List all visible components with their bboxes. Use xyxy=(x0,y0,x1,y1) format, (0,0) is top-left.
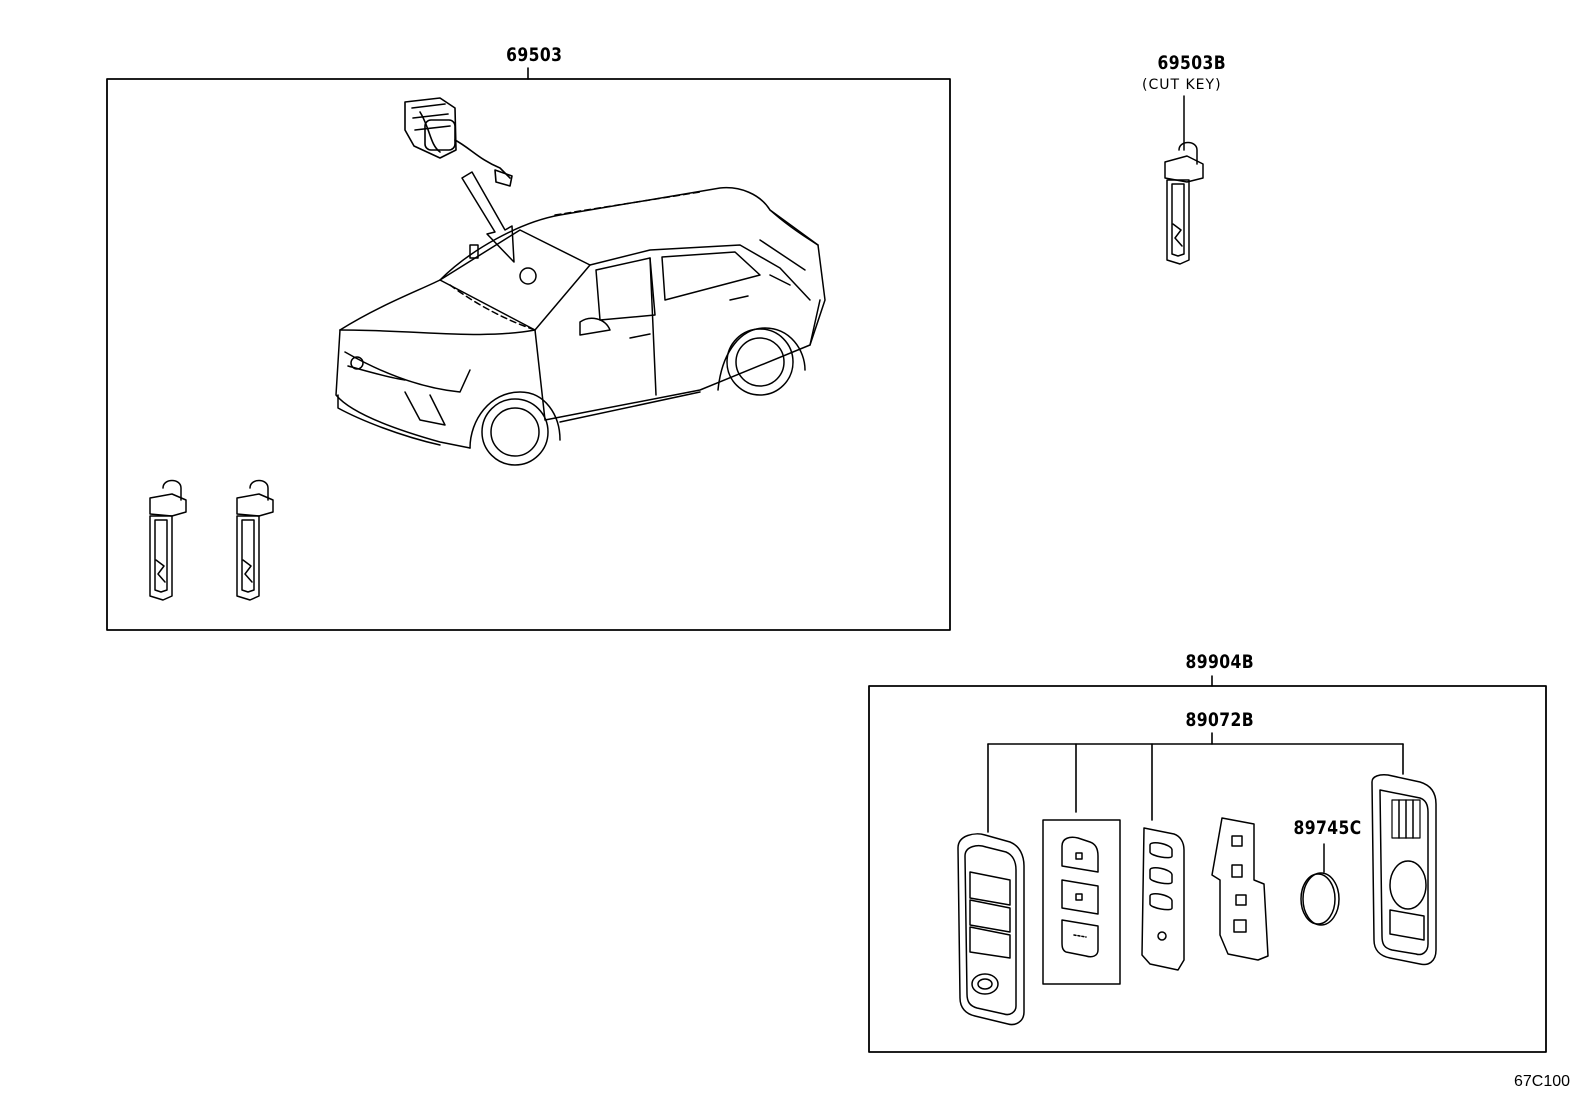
transmitter-housing-part-number: 89072B xyxy=(1185,709,1255,731)
smart-key-back-case xyxy=(1371,774,1437,966)
cut-key-note: (CUT KEY) xyxy=(1142,77,1222,93)
smart-key-cover xyxy=(957,833,1025,1026)
lock-cylinder xyxy=(404,97,513,187)
housing-bracket-lines xyxy=(987,732,1404,833)
lock-set-part-number: 69503 xyxy=(506,44,563,66)
key-blade-2 xyxy=(236,479,274,601)
location-arrow xyxy=(461,171,515,263)
vehicle-illustration xyxy=(335,186,826,466)
lock-set-group xyxy=(106,67,951,631)
lock-set-frame xyxy=(106,78,951,631)
figure-code: 67C100 xyxy=(1514,1073,1571,1090)
key-assembly-group xyxy=(868,675,1547,1053)
battery-part-number: 89745C xyxy=(1293,817,1362,839)
button-pad xyxy=(1042,819,1121,985)
key-assembly-frame xyxy=(868,685,1547,1053)
circuit-board xyxy=(1211,817,1269,961)
key-assembly-part-number: 89904B xyxy=(1185,651,1255,673)
cut-key-part-number: 69503B xyxy=(1157,52,1227,74)
coin-battery xyxy=(1300,843,1340,926)
key-blade-1 xyxy=(149,479,187,601)
contact-sheet xyxy=(1141,827,1185,971)
cut-key-group xyxy=(1164,95,1204,265)
